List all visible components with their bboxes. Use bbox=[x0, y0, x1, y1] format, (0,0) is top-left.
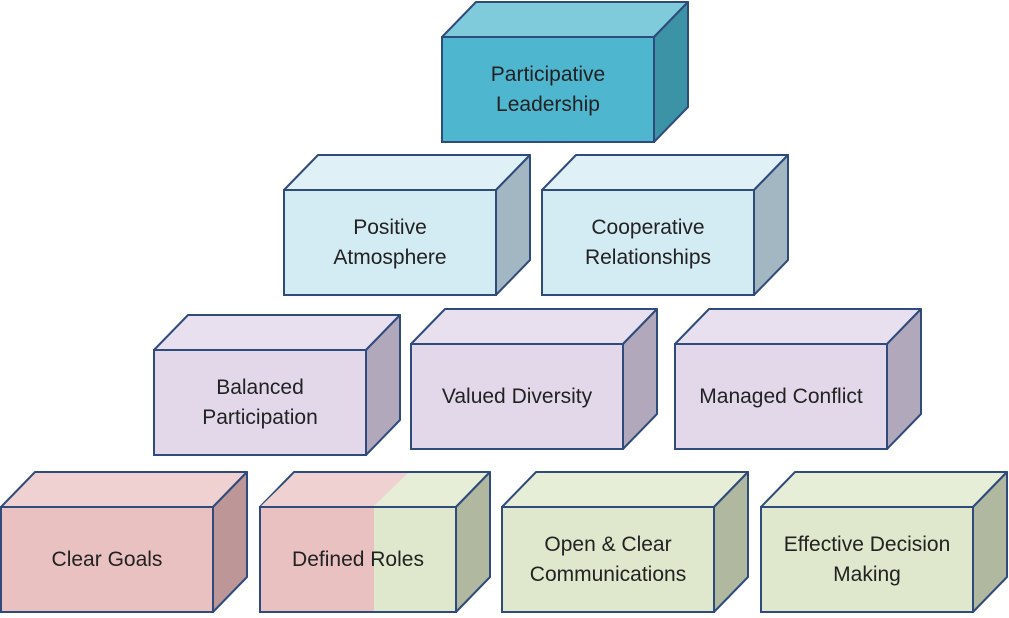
block-valued-diversity bbox=[410, 308, 658, 450]
block-line: Cooperative bbox=[591, 215, 705, 239]
block-top-face bbox=[441, 1, 689, 38]
block-line: Participative bbox=[490, 62, 606, 86]
block-label-participative-leadership: Participative Leadership bbox=[442, 37, 654, 142]
block-label-balanced-participation: Balanced Participation bbox=[154, 350, 366, 455]
block-label-managed-conflict: Managed Conflict bbox=[675, 344, 887, 449]
block-line: Making bbox=[833, 562, 901, 586]
block-clear-goals bbox=[0, 471, 248, 613]
block-line: Relationships bbox=[584, 245, 712, 269]
block-line: Leadership bbox=[496, 92, 600, 116]
block-front-face-left bbox=[260, 507, 374, 612]
block-line: Atmosphere bbox=[333, 245, 447, 269]
block-top-face bbox=[541, 154, 789, 191]
block-front-face bbox=[0, 506, 214, 613]
block-open-clear-communications bbox=[501, 471, 749, 613]
block-balanced-participation bbox=[153, 314, 401, 456]
block-label-cooperative-relationships: Cooperative Relationships bbox=[542, 190, 754, 295]
block-top-face bbox=[283, 154, 531, 191]
block-managed-conflict bbox=[674, 308, 922, 450]
block-front-face bbox=[410, 343, 624, 450]
block-effective-decision-making bbox=[760, 471, 1008, 613]
block-line: Managed Conflict bbox=[699, 384, 863, 408]
block-line: Balanced bbox=[216, 375, 304, 399]
block-top-face-left bbox=[261, 473, 408, 506]
block-label-defined-roles: Defined Roles bbox=[260, 507, 456, 612]
block-label-effective-decision-making: Effective Decision Making bbox=[761, 507, 973, 612]
block-line: Positive bbox=[353, 215, 427, 239]
block-front-face bbox=[441, 36, 655, 143]
block-line: Participation bbox=[202, 405, 318, 429]
block-line: Open & Clear bbox=[544, 532, 672, 556]
block-front-face-right bbox=[374, 507, 456, 612]
block-top-face bbox=[760, 471, 1008, 508]
block-top-face bbox=[674, 308, 922, 345]
block-top-face bbox=[501, 471, 749, 508]
block-front-face bbox=[501, 506, 715, 613]
block-label-valued-diversity: Valued Diversity bbox=[411, 344, 623, 449]
block-line: Valued Diversity bbox=[441, 384, 593, 408]
block-line: Communications bbox=[529, 562, 687, 586]
block-positive-atmosphere bbox=[283, 154, 531, 296]
block-front-face bbox=[283, 189, 497, 296]
block-cooperative-relationships bbox=[541, 154, 789, 296]
block-top-face bbox=[153, 314, 401, 351]
block-participative-leadership bbox=[441, 1, 689, 143]
block-defined-roles bbox=[259, 471, 491, 613]
block-top-face bbox=[410, 308, 658, 345]
block-front-face bbox=[760, 506, 974, 613]
block-front-face bbox=[674, 343, 888, 450]
block-line: Clear Goals bbox=[51, 547, 163, 571]
block-label-clear-goals: Clear Goals bbox=[1, 507, 213, 612]
block-top-face bbox=[0, 471, 248, 508]
block-line: Effective Decision bbox=[783, 532, 951, 556]
block-front-face bbox=[541, 189, 755, 296]
block-line: Defined Roles bbox=[292, 547, 424, 571]
block-label-open-clear-communications: Open & Clear Communications bbox=[502, 507, 714, 612]
block-front-face bbox=[153, 349, 367, 456]
block-front-face-outline bbox=[259, 506, 457, 613]
block-label-positive-atmosphere: Positive Atmosphere bbox=[284, 190, 496, 295]
